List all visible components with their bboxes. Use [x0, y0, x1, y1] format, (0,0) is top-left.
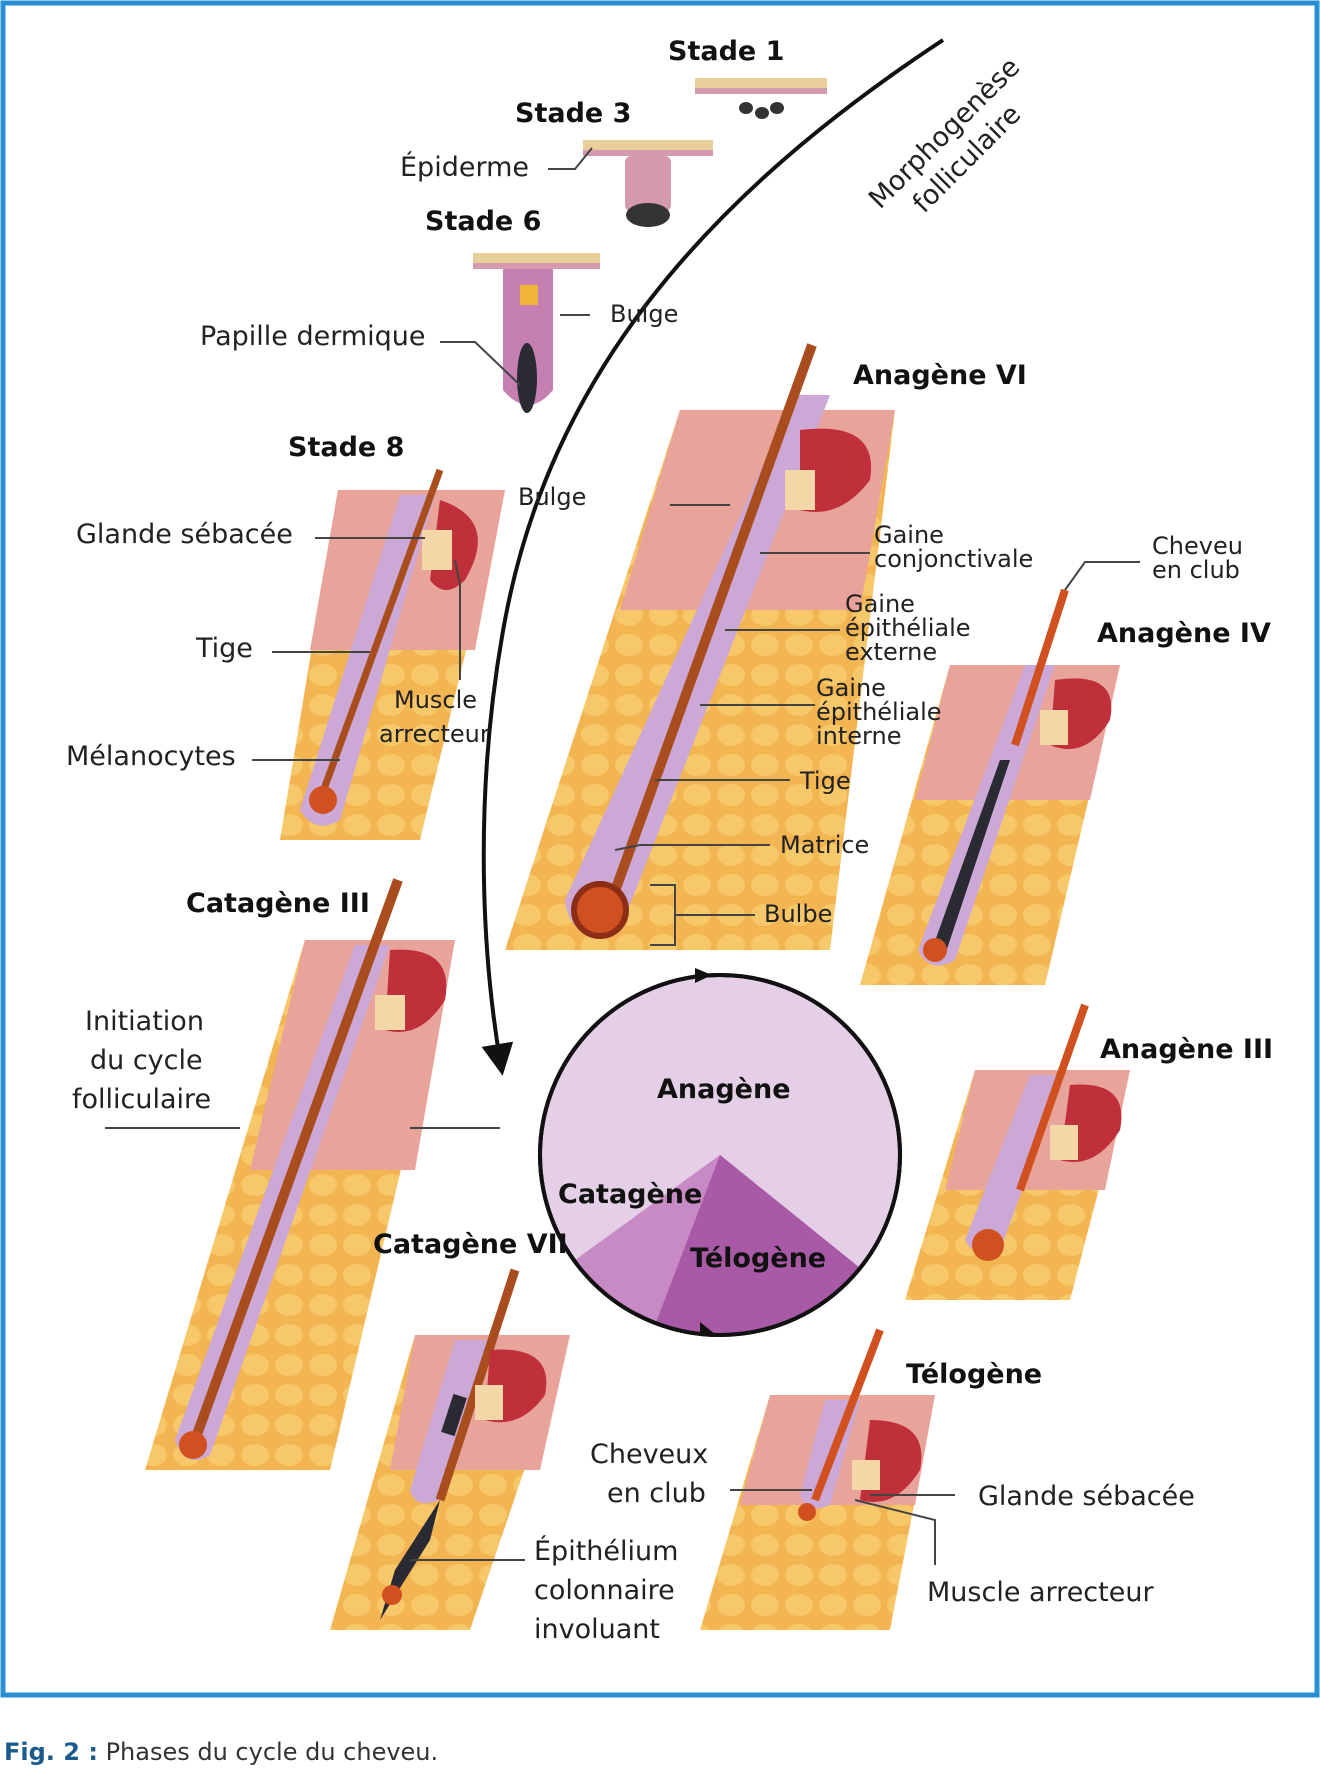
cycle-pie-chart	[538, 968, 902, 1337]
melanocytes-label: Mélanocytes	[66, 741, 236, 772]
club-hairs-label-1: Cheveux	[590, 1439, 708, 1470]
telogen-illustration	[700, 1328, 935, 1630]
initiation-label-2: du cycle	[90, 1045, 203, 1076]
anagen-vi-title: Anagène VI	[853, 360, 1027, 391]
inner-sheath-label-3: interne	[816, 722, 901, 750]
stage-3-title: Stade 3	[515, 98, 631, 129]
caption-prefix: Fig. 2 :	[4, 1738, 98, 1766]
telogen-slice	[655, 1155, 860, 1337]
shaft-label-s8: Tige	[195, 633, 253, 664]
anagen-vi-illustration	[505, 343, 895, 950]
stage-6-illustration	[473, 253, 600, 413]
shaft-label-a6: Tige	[799, 767, 851, 795]
epithelium-label-3: involuant	[534, 1614, 660, 1645]
catagen-vii-illustration	[330, 1268, 570, 1630]
stage-8-title: Stade 8	[288, 432, 404, 463]
club-hair-label-2: en club	[1152, 556, 1240, 584]
catagen-iii-illustration	[145, 878, 455, 1470]
telogen-title: Télogène	[906, 1359, 1042, 1390]
anagen-iv-title: Anagène IV	[1097, 618, 1271, 649]
catagen-iii-title: Catagène III	[186, 888, 370, 919]
stage-1-illustration	[695, 78, 827, 119]
dermal-papilla-label: Papille dermique	[200, 321, 426, 352]
connective-sheath-label-2: conjonctivale	[874, 545, 1033, 573]
bulb-label: Bulbe	[764, 900, 832, 928]
hair-cycle-diagram: Stade 1 Stade 3 Épiderme Stade 6 Bulge P…	[0, 0, 1320, 1698]
outer-sheath-label-1: Gaine	[845, 590, 915, 618]
stage-6-title: Stade 6	[425, 206, 541, 237]
club-hair-label-1: Cheveu	[1152, 532, 1243, 560]
caption-text: Phases du cycle du cheveu.	[97, 1738, 439, 1766]
leader-lines	[105, 147, 1140, 1565]
bulge-label-top: Bulge	[610, 300, 678, 328]
border-frame	[0, 0, 1320, 1698]
catagen-vii-title: Catagène VII	[373, 1229, 568, 1260]
anagen-iv-illustration	[860, 588, 1120, 985]
epithelium-label-2: colonnaire	[534, 1575, 675, 1606]
inner-sheath-label-1: Gaine	[816, 674, 886, 702]
cycle-anagen-label: Anagène	[657, 1074, 791, 1105]
epidermis-label: Épiderme	[400, 151, 529, 183]
stage-3-illustration	[583, 140, 713, 227]
outer-sheath-label-3: externe	[845, 638, 937, 666]
arrector-muscle-label-2: arrecteur	[379, 720, 490, 748]
initiation-label-1: Initiation	[85, 1006, 204, 1037]
matrix-label: Matrice	[780, 831, 869, 859]
sebaceous-gland-label-s8: Glande sébacée	[76, 519, 293, 550]
outer-sheath-label-2: épithéliale	[845, 614, 971, 642]
arrector-muscle-label-1: Muscle	[394, 686, 477, 714]
inner-sheath-label-2: épithéliale	[816, 698, 942, 726]
connective-sheath-label-1: Gaine	[874, 521, 944, 549]
club-hairs-label-2: en club	[607, 1478, 706, 1509]
morphogenesis-arrow	[481, 38, 945, 1076]
sebaceous-gland-label-t: Glande sébacée	[978, 1481, 1195, 1512]
initiation-label-3: folliculaire	[72, 1084, 211, 1115]
figure-frame: Stade 1 Stade 3 Épiderme Stade 6 Bulge P…	[0, 0, 1320, 1698]
anagen-iii-illustration	[905, 1003, 1130, 1300]
cycle-catagen-label: Catagène	[558, 1179, 702, 1210]
anagen-iii-title: Anagène III	[1100, 1034, 1273, 1065]
figure-caption: Fig. 2 : Phases du cycle du cheveu.	[4, 1738, 438, 1766]
morphogenesis-label: Morphogenèse folliculaire	[863, 52, 1027, 219]
epithelium-label-1: Épithélium	[534, 1535, 678, 1567]
bulge-label-mid: Bulge	[518, 483, 586, 511]
arrector-muscle-label-t: Muscle arrecteur	[927, 1577, 1154, 1608]
cycle-telogen-label: Télogène	[690, 1243, 826, 1274]
stage-8-illustration	[280, 468, 505, 840]
stage-1-title: Stade 1	[668, 36, 784, 67]
